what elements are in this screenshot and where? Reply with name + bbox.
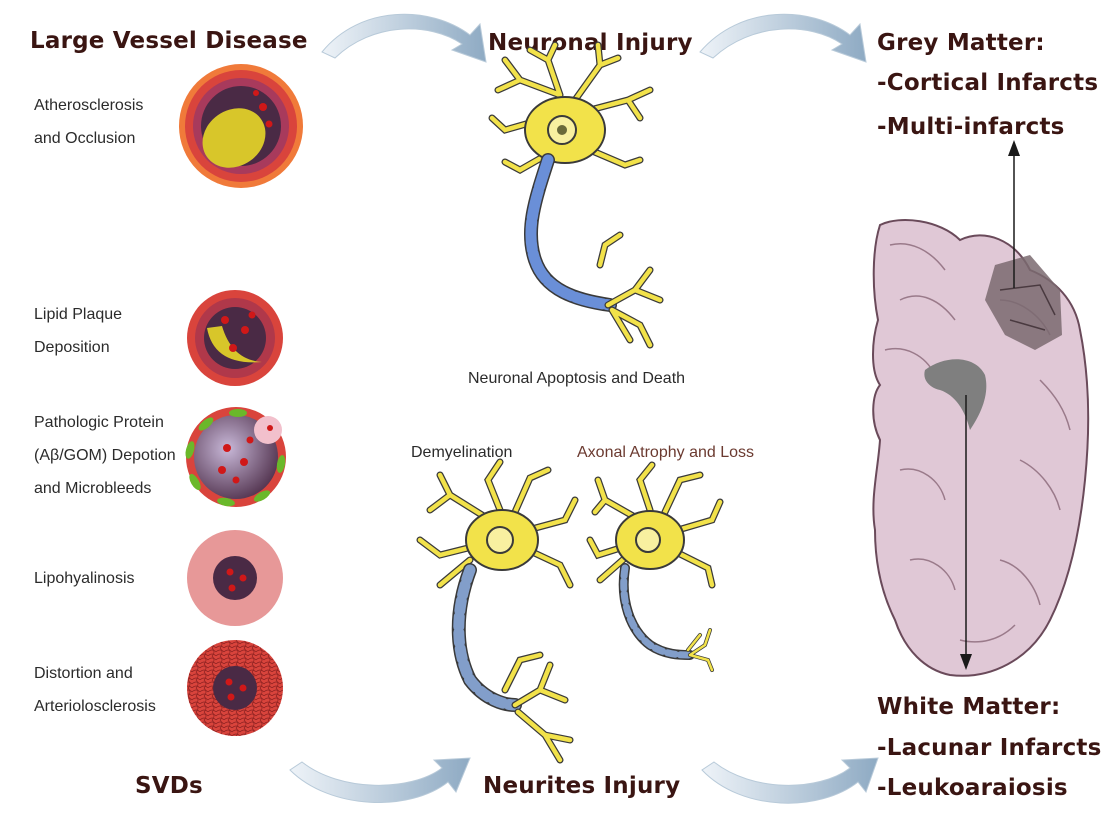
flow-arrow-bottom-left bbox=[290, 758, 470, 803]
flow-arrow-top-right bbox=[700, 14, 866, 62]
neuron-apoptosis-icon bbox=[492, 45, 660, 345]
flow-arrow-bottom-right bbox=[702, 758, 878, 803]
vessel-pathologic-protein-icon bbox=[184, 407, 287, 508]
vessel-distortion-icon bbox=[187, 640, 283, 736]
vessel-atherosclerosis-icon bbox=[179, 64, 303, 188]
vessel-lipohyalinosis-icon bbox=[187, 530, 283, 626]
flow-arrow-top-left bbox=[322, 14, 486, 62]
brain-section-icon bbox=[873, 220, 1088, 676]
neuron-axonal-atrophy-icon bbox=[590, 465, 720, 670]
neuron-demyelination-icon bbox=[420, 462, 575, 760]
vessel-lipid-plaque-icon bbox=[187, 290, 283, 386]
